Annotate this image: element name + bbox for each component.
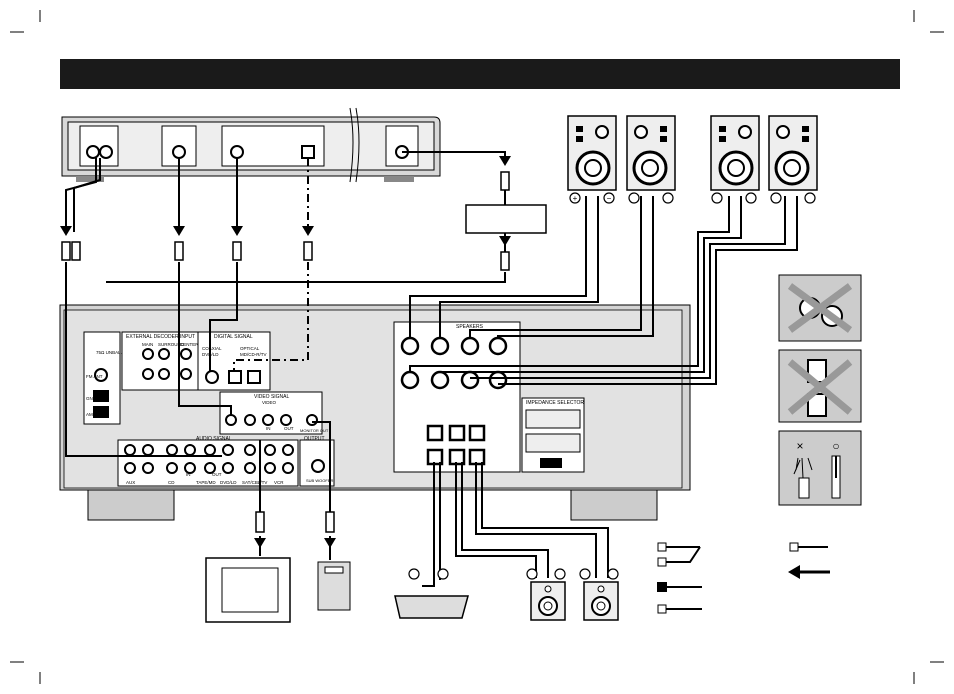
vcr-label: VCR	[274, 480, 284, 485]
wire-tips	[778, 274, 862, 506]
cables	[65, 151, 798, 587]
gnd-label: GND	[86, 396, 97, 401]
plug-glyphs	[61, 171, 510, 533]
out-label: OUT	[284, 426, 294, 431]
legend-arrow	[788, 565, 800, 579]
dvd-ld-label: DVD/LD	[202, 352, 219, 357]
front-speakers	[567, 115, 818, 191]
header-bar	[60, 59, 900, 89]
intermediate-device	[465, 204, 547, 234]
optical-label: OPTICAL	[240, 346, 260, 351]
sat-cbl-tv-label: SAT/CBL/TV	[242, 480, 267, 485]
bad-mark: ×	[796, 439, 803, 453]
in-label: IN	[266, 426, 271, 431]
tape-md-out-label: OUT	[212, 472, 222, 477]
audio-signal-label: AUDIO SIGNAL	[196, 436, 232, 442]
fm-ant-label: FM ANT	[86, 374, 103, 379]
external-decoder-label: EXTERNAL DECODER INPUT	[126, 334, 195, 340]
plus-sign: +	[573, 194, 578, 203]
minus-sign: −	[607, 194, 612, 203]
subwoofer-device	[317, 561, 351, 611]
polarity-text: + −	[573, 194, 612, 203]
video-signal-label: VIDEO SIGNAL	[254, 394, 290, 400]
arrows	[60, 156, 511, 548]
output-label: OUTPUT	[304, 436, 325, 442]
main-label: MAIN	[142, 342, 153, 347]
impedance-selector-label: IMPEDANCE SELECTOR	[526, 400, 584, 406]
good-mark: ○	[832, 439, 839, 453]
video-label: VIDEO	[262, 400, 277, 405]
tape-md-label: TAPE/MD	[196, 480, 216, 485]
source-player	[61, 107, 441, 183]
crop-marks	[10, 10, 944, 684]
seventy-five-ohm-label: 75Ω UNBAL.	[96, 350, 122, 355]
am-ant-label: AM ANT	[86, 412, 103, 417]
cable-legend	[657, 542, 830, 614]
cd-label: CD	[168, 480, 175, 485]
coaxial-label: COAXIAL	[202, 346, 222, 351]
rca-jacks	[124, 348, 318, 474]
center-speaker	[394, 595, 469, 619]
rear-speaker-right	[583, 581, 619, 621]
tape-md-in-label: IN	[186, 472, 191, 477]
monitor-out-label: MONITOR OUT	[300, 428, 329, 433]
center-label: CENTER	[180, 342, 199, 347]
dvd-ld-rec-label: DVD/LD	[220, 480, 237, 485]
tv-monitor	[205, 557, 291, 623]
speakers-label: SPEAKERS	[456, 324, 484, 330]
digital-signal-label: DIGITAL SIGNAL	[214, 334, 253, 340]
aux-label: AUX	[126, 480, 135, 485]
polarity-signs	[408, 192, 816, 580]
sub-woofer-label: SUB WOOFER	[306, 478, 333, 483]
surround-label: SURROUND	[158, 342, 185, 347]
md-cd-r-tv-label: MD/CD-R/TV	[240, 352, 267, 357]
rear-speaker-left	[530, 581, 566, 621]
